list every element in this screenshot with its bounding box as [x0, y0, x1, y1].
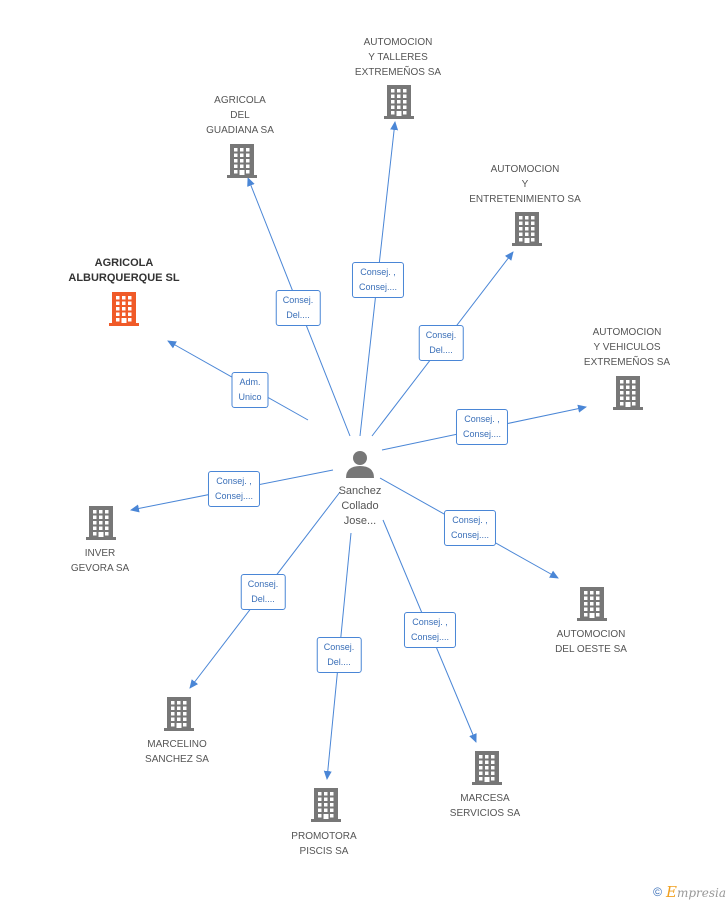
building-icon[interactable] — [472, 751, 502, 785]
edge-role-text: Adm. — [239, 377, 261, 387]
company-name-line: INVER — [84, 548, 116, 559]
company-label-automocion-oeste[interactable]: AUTOMOCION DEL OESTE SA — [555, 627, 627, 657]
edge-role-text: Consej. , — [464, 414, 500, 424]
edge-role-label[interactable]: Consej. , Consej.... — [455, 409, 509, 445]
edge-role-text: Consej.... — [462, 429, 502, 439]
footer: © Empresia — [653, 883, 726, 901]
edge-role-text: Consej.... — [410, 632, 450, 642]
building-icon[interactable] — [164, 697, 194, 731]
company-name-line: Y TALLERES — [368, 52, 428, 63]
company-name-line: Y — [521, 179, 529, 190]
edge-role-text: Consej. , — [360, 267, 396, 277]
building-icon[interactable] — [86, 506, 116, 540]
building-icon[interactable] — [384, 85, 414, 119]
edge-role-text: Consej. — [247, 579, 279, 589]
edge-role-text: Del.... — [429, 345, 453, 355]
edge-role-label[interactable]: Consej. , Consej.... — [443, 510, 497, 546]
edge-role-label[interactable]: Consej. Del.... — [316, 637, 362, 673]
company-name-line: DEL OESTE SA — [555, 644, 627, 655]
building-icon[interactable] — [311, 788, 341, 822]
company-label-automocion-vehiculos[interactable]: AUTOMOCION Y VEHICULOS EXTREMEÑOS SA — [584, 325, 670, 370]
company-name-line: AUTOMOCION — [490, 164, 560, 175]
company-label-marcesa-servicios[interactable]: MARCESA SERVICIOS SA — [450, 791, 520, 821]
company-label-automocion-talleres[interactable]: AUTOMOCION Y TALLERES EXTREMEÑOS SA — [355, 35, 441, 80]
company-name-line: EXTREMEÑOS SA — [583, 357, 671, 368]
company-name-line: EXTREMEÑOS SA — [354, 67, 442, 78]
person-name-line: Sanchez — [338, 485, 382, 497]
company-name-line: SERVICIOS SA — [449, 808, 521, 819]
edge-role-label[interactable]: Consej. , Consej.... — [207, 471, 261, 507]
company-name-line: Y VEHICULOS — [593, 342, 661, 353]
building-icon[interactable] — [613, 376, 643, 410]
edge-role-text: Consej.... — [450, 530, 490, 540]
company-name-line: GUADIANA SA — [206, 125, 274, 136]
brand-logo[interactable]: Empresia — [665, 883, 726, 901]
company-label-agricola-alburquerque[interactable]: AGRICOLA ALBURQUERQUE SL — [68, 256, 179, 286]
edge-role-text: Consej. — [323, 642, 355, 652]
edge-role-text: Consej.... — [358, 282, 398, 292]
company-label-agricola-guadiana[interactable]: AGRICOLA DEL GUADIANA SA — [206, 93, 274, 138]
edge-role-label[interactable]: Consej. , Consej.... — [351, 262, 405, 298]
edge-role-text: Consej. — [425, 330, 457, 340]
edge-role-label[interactable]: Consej. Del.... — [418, 325, 464, 361]
edge-role-label[interactable]: Adm. Unico — [231, 372, 269, 408]
company-label-inver-gevora[interactable]: INVER GEVORA SA — [71, 546, 129, 576]
edge-role-label[interactable]: Consej. , Consej.... — [403, 612, 457, 648]
edge-role-text: Consej. , — [452, 515, 488, 525]
edge-role-label[interactable]: Consej. Del.... — [275, 290, 321, 326]
company-name-line: AUTOMOCION — [363, 37, 433, 48]
company-name-line: AUTOMOCION — [592, 327, 662, 338]
edge-role-text: Unico — [238, 392, 262, 402]
edge-role-label[interactable]: Consej. Del.... — [240, 574, 286, 610]
company-label-automocion-entretenimiento[interactable]: AUTOMOCION Y ENTRETENIMIENTO SA — [469, 162, 581, 207]
edge-role-text: Consej. , — [216, 476, 252, 486]
edge-role-text: Del.... — [251, 594, 275, 604]
edge-role-text: Del.... — [327, 657, 351, 667]
building-icon[interactable] — [227, 144, 257, 178]
person-icon[interactable] — [346, 451, 374, 478]
company-name-line: SANCHEZ SA — [145, 754, 209, 765]
edge-role-text: Del.... — [286, 310, 310, 320]
company-name-line: PROMOTORA — [291, 831, 357, 842]
edge-role-text: Consej. , — [412, 617, 448, 627]
building-icon[interactable] — [109, 292, 139, 326]
company-name-line: AGRICOLA — [214, 95, 266, 106]
company-name-line: AGRICOLA — [94, 257, 154, 269]
edge-role-text: Consej.... — [214, 491, 254, 501]
copyright-icon: © — [653, 885, 662, 899]
company-name-line: MARCELINO — [147, 739, 207, 750]
company-name-line: MARCESA — [460, 793, 510, 804]
edge-role-text: Consej. — [282, 295, 314, 305]
person-name-line: Collado — [341, 500, 379, 512]
company-name-line: GEVORA SA — [70, 563, 130, 574]
company-name-line: PISCIS SA — [299, 846, 349, 857]
company-name-line: ENTRETENIMIENTO SA — [469, 194, 581, 205]
company-name-line: AUTOMOCION — [556, 629, 626, 640]
company-label-promotora-piscis[interactable]: PROMOTORA PISCIS SA — [291, 829, 356, 859]
company-name-line: DEL — [230, 110, 250, 121]
person-name-line: Jose... — [343, 515, 377, 527]
building-icon[interactable] — [577, 587, 607, 621]
building-icon[interactable] — [512, 212, 542, 246]
company-name-line: ALBURQUERQUE SL — [68, 272, 180, 284]
company-label-marcelino-sanchez[interactable]: MARCELINO SANCHEZ SA — [145, 737, 209, 767]
